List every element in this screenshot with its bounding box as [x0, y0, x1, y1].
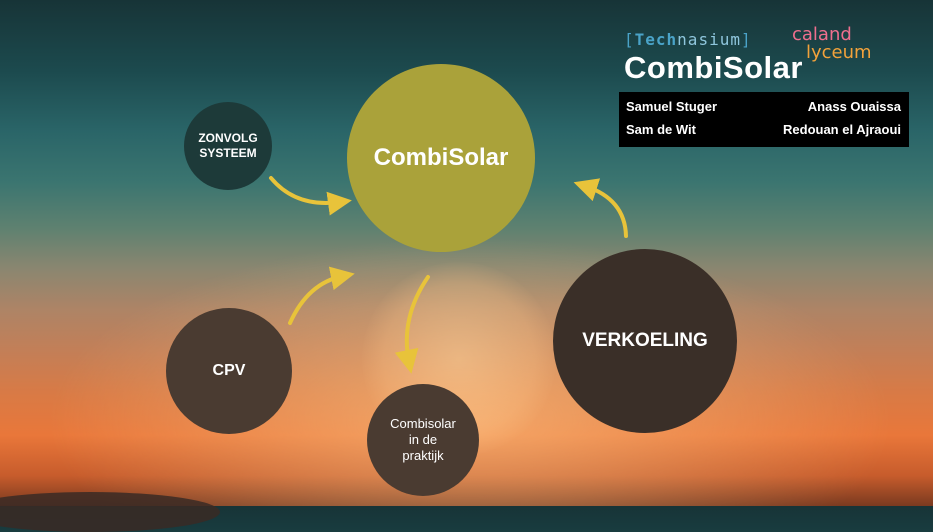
node-praktijk-label: Combisolar in de praktijk — [390, 416, 456, 464]
node-praktijk-line1: Combisolar — [390, 416, 456, 431]
arrow-zonvolg-to-main — [269, 176, 352, 216]
team-member-1: Samuel Stuger — [626, 99, 718, 114]
arrow-cpv-to-main — [288, 266, 355, 325]
node-combisolar-label: CombiSolar — [373, 144, 509, 171]
team-names-panel: Samuel Stuger Anass Ouaissa Sam de Wit R… — [619, 92, 909, 147]
team-member-2: Anass Ouaissa — [807, 99, 901, 114]
arrow-main-to-praktijk — [394, 275, 430, 374]
node-zonvolg-systeem[interactable]: ZONVOLG SYSTEEM — [184, 102, 272, 190]
node-cpv[interactable]: CPV — [166, 308, 292, 434]
node-praktijk-line2: in de — [408, 432, 438, 447]
branding-header: [Technasium] caland lyceum CombiSolar — [624, 24, 914, 86]
arrow-layer — [269, 176, 628, 374]
team-member-3: Sam de Wit — [626, 122, 696, 137]
arrow-verkoeling-to-main — [573, 178, 628, 238]
technasium-light: nasium — [677, 30, 741, 49]
node-verkoeling[interactable]: VERKOELING — [553, 249, 737, 433]
node-combisolar-praktijk[interactable]: Combisolar in de praktijk — [367, 384, 479, 496]
node-verkoeling-label: VERKOELING — [582, 330, 708, 351]
caland-line2: lyceum — [806, 42, 872, 63]
team-member-4: Redouan el Ajraoui — [783, 122, 901, 137]
node-praktijk-line3: praktijk — [402, 448, 444, 463]
node-combisolar[interactable]: CombiSolar — [347, 64, 535, 252]
combisolar-wordmark: CombiSolar — [624, 50, 803, 85]
node-cpv-label: CPV — [212, 362, 246, 379]
node-zonvolg-label: ZONVOLG SYSTEEM — [198, 131, 257, 161]
node-zonvolg-line1: ZONVOLG — [198, 131, 258, 145]
technasium-logo: [Technasium] — [624, 30, 752, 49]
caland-lyceum-logo: caland lyceum — [792, 24, 872, 63]
caland-line1: caland — [792, 24, 852, 45]
node-zonvolg-line2: SYSTEEM — [199, 146, 257, 160]
technasium-bold: Tech — [634, 30, 678, 49]
